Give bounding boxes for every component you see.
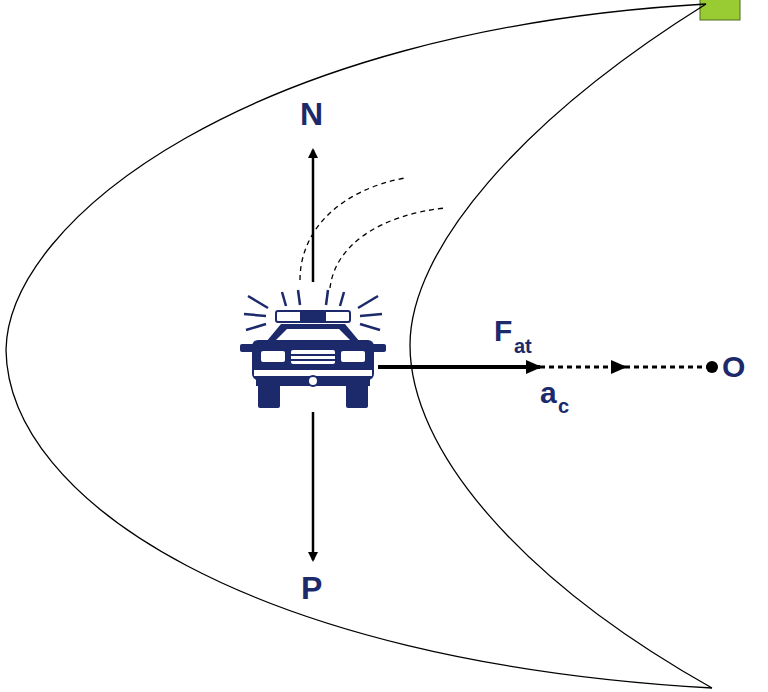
acceleration-label: a (540, 378, 557, 408)
road-inner-edge (410, 4, 712, 688)
motion-curve (330, 208, 445, 288)
police-car (240, 290, 386, 408)
corner-tab (700, 0, 740, 20)
weight-arrow (312, 412, 315, 560)
force-label: P (301, 572, 322, 604)
motion-curve (300, 178, 405, 280)
friction-force-arrow (378, 365, 540, 369)
road-outer-edge (6, 4, 712, 688)
subscript: c (558, 396, 569, 416)
force-label: N (300, 98, 323, 130)
dotted-line (625, 366, 708, 369)
normal-force-arrow (312, 150, 315, 282)
point-label: O (722, 352, 745, 382)
center-point (706, 361, 718, 373)
subscript: at (514, 336, 532, 356)
acceleration-arrow (540, 366, 625, 369)
force-label: F (494, 316, 512, 346)
